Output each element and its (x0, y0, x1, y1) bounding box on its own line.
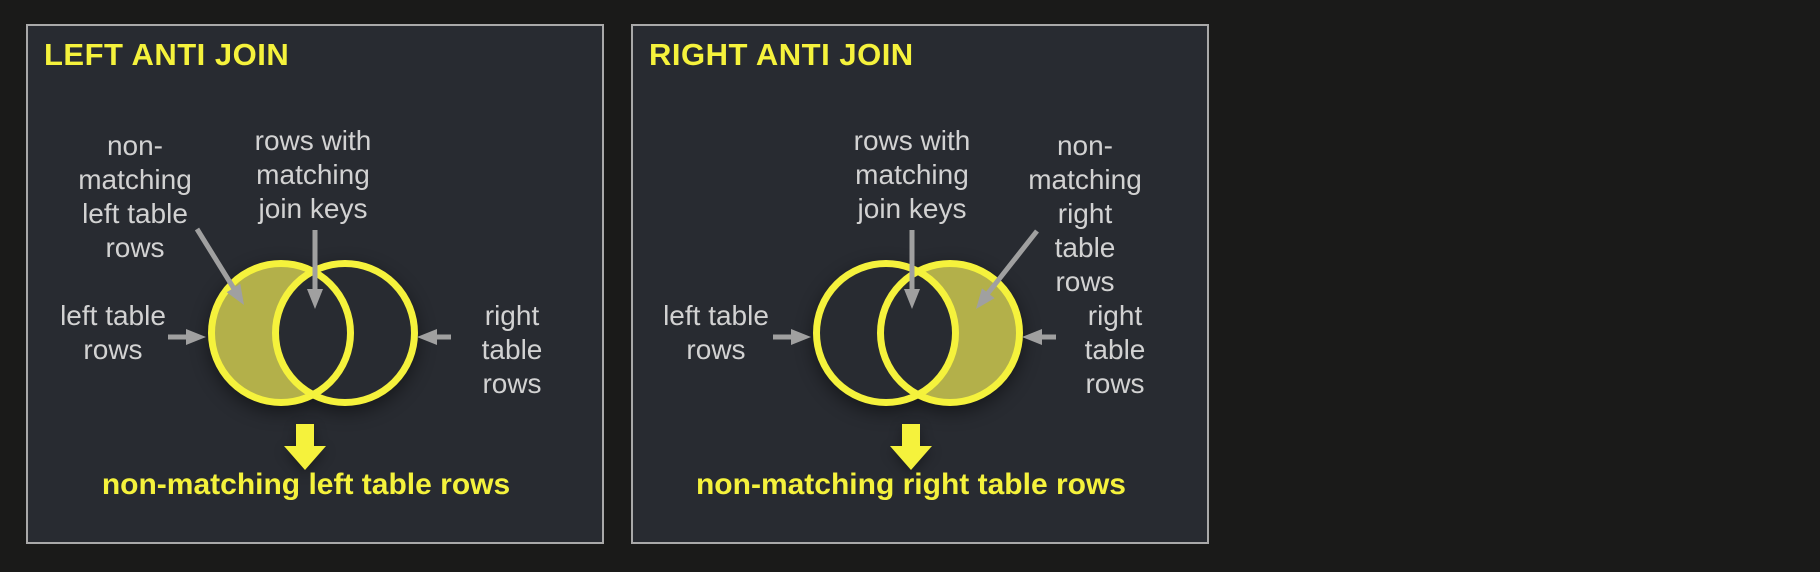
venn-diagram (168, 227, 451, 470)
intersection-mask (816, 263, 956, 403)
non-matching-right-rows-label: non- matching right table rows (1028, 130, 1142, 297)
matching-pointer-arrow-icon (307, 230, 323, 309)
right-table-pointer-arrow-icon (417, 329, 451, 345)
non-matching-pointer-arrow-icon (194, 227, 244, 305)
intersection-mask (275, 263, 415, 403)
left-circle (813, 260, 959, 406)
panel-title: LEFT ANTI JOIN (44, 37, 290, 72)
result-label: non-matching left table rows (101, 468, 511, 501)
matching-join-keys-label: rows with matching join keys (254, 125, 372, 224)
left-table-rows-label: left table rows (663, 300, 769, 365)
matching-join-keys-label: rows with matching join keys (853, 125, 971, 224)
non-matching-left-rows-label: non- matching left table rows (78, 130, 192, 263)
right-circle (877, 260, 1023, 406)
down-arrow-icon (284, 424, 326, 470)
venn-diagram (773, 229, 1056, 470)
left-table-pointer-arrow-icon (773, 329, 811, 345)
right-table-rows-label: right table rows (1084, 300, 1146, 399)
panel-title: RIGHT ANTI JOIN (649, 37, 914, 72)
right-circle (272, 260, 418, 406)
pointer-arrows (168, 227, 451, 345)
left-anti-join-panel: LEFT ANTI JOIN (26, 24, 604, 544)
venn-circles (813, 260, 1023, 406)
right-anti-join-panel: RIGHT ANTI JOIN (631, 24, 1209, 544)
matching-pointer-arrow-icon (904, 230, 920, 309)
non-matching-pointer-arrow-icon (976, 229, 1039, 309)
right-table-pointer-arrow-icon (1022, 329, 1056, 345)
left-circle (208, 260, 354, 406)
result-label: non-matching right table rows (695, 468, 1126, 501)
down-arrow-icon (890, 424, 932, 470)
right-table-rows-label: right table rows (481, 300, 543, 399)
pointer-arrows (773, 229, 1056, 345)
left-table-pointer-arrow-icon (168, 329, 206, 345)
left-table-rows-label: left table rows (60, 300, 166, 365)
